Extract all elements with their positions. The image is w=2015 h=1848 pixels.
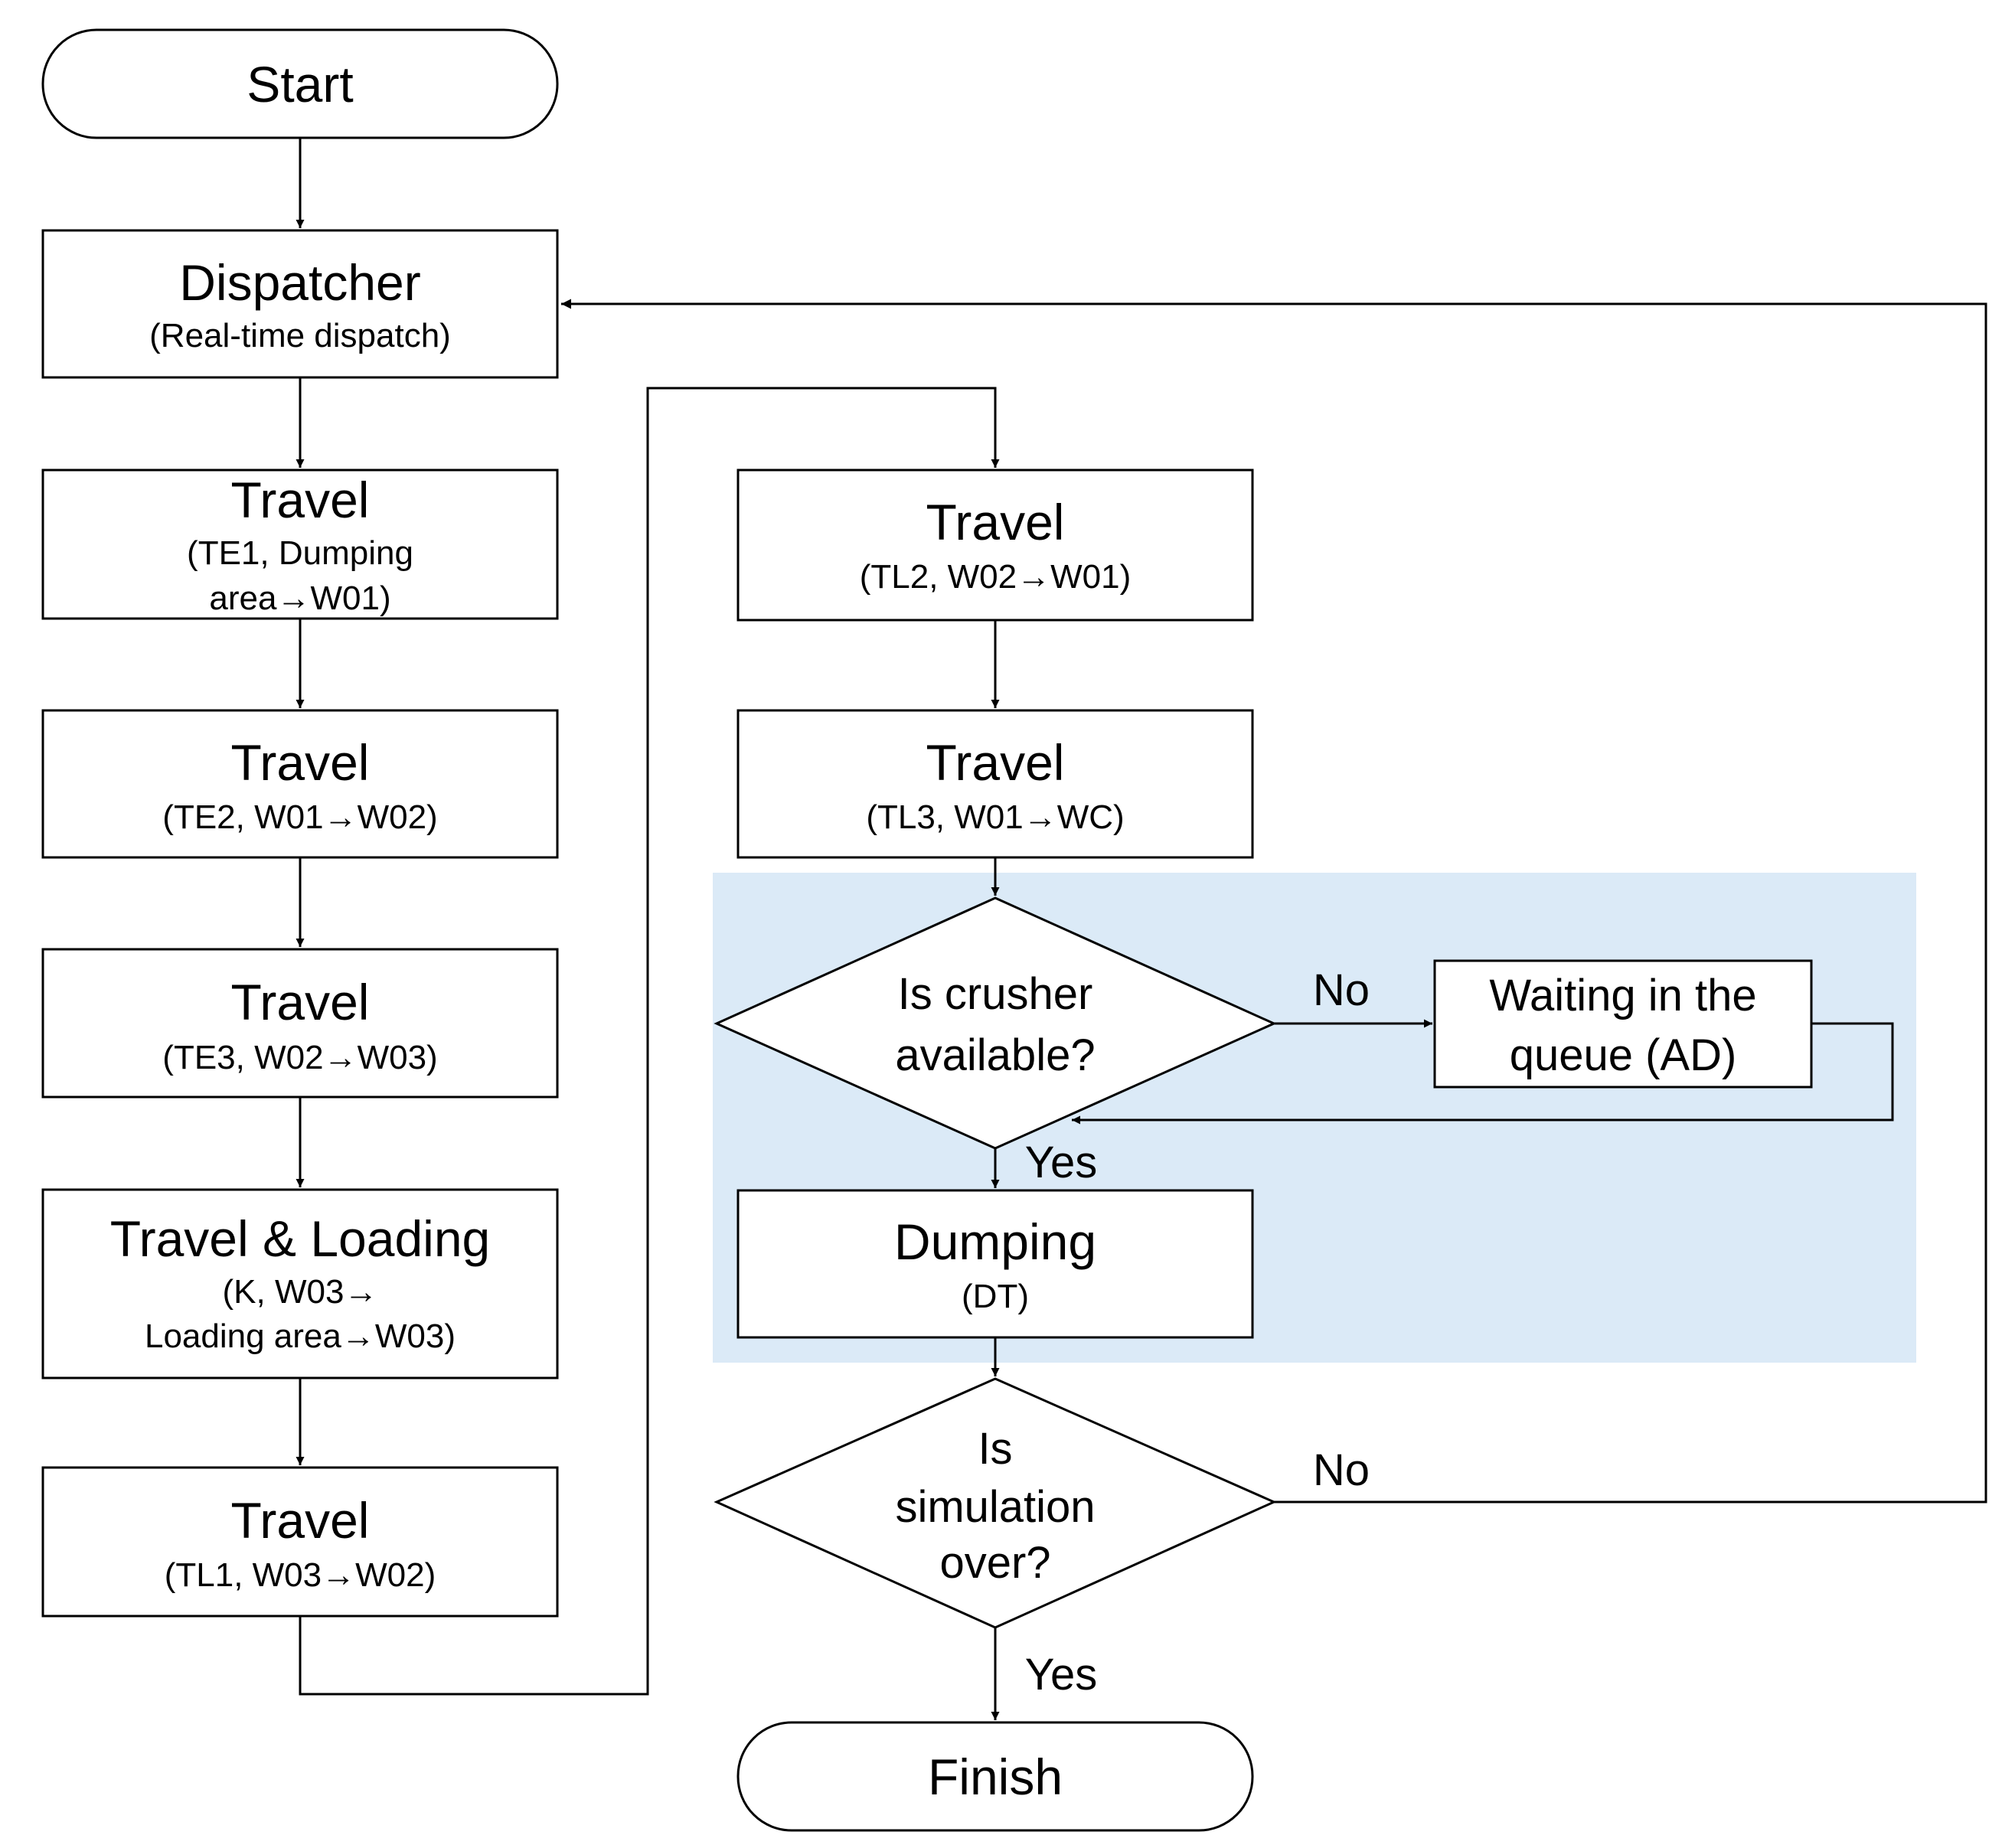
travel-tl3-box: Travel (TL3, W01→WC)	[736, 709, 1254, 859]
travel-tl1-title: Travel	[231, 1492, 370, 1549]
edge-simulation-no-to-dispatcher	[561, 299, 1987, 1504]
dispatcher-box: Dispatcher (Real-time dispatch)	[41, 229, 559, 379]
travel-te2-box: Travel (TE2, W01→W02)	[41, 709, 559, 859]
dumping-box: Dumping (DT)	[736, 1189, 1254, 1339]
edge-travel-tl1-to-travel-tl2	[299, 387, 1000, 1696]
travel-te1-box: Travel (TE1, Dumping area→W01)	[41, 469, 559, 620]
finish-terminal: Finish	[736, 1721, 1254, 1832]
crusher-decision-line-1: Is crusher	[898, 969, 1093, 1019]
edges	[296, 138, 1987, 1720]
travel-te3-box: Travel (TE3, W02→W03)	[41, 948, 559, 1099]
travel-te3-sub-1: (TE3, W02→W03)	[162, 1039, 437, 1076]
travel-te1-title: Travel	[231, 472, 370, 528]
simulation-decision-diamond: Is simulation over?	[714, 1377, 1277, 1629]
travel-loading-sub-2: Loading area→W03)	[145, 1317, 456, 1355]
waiting-queue-line-2: queue (AD)	[1510, 1030, 1737, 1080]
crusher-decision-diamond: Is crusher available?	[714, 896, 1277, 1150]
travel-tl1-box: Travel (TL1, W03→W02)	[41, 1466, 559, 1618]
travel-te3-title: Travel	[231, 974, 370, 1030]
travel-loading-sub-1: (K, W03→	[223, 1273, 378, 1311]
simulation-decision-line-3: over?	[939, 1538, 1050, 1588]
start-terminal: Start	[41, 28, 559, 139]
travel-tl3-title: Travel	[926, 734, 1065, 791]
dispatcher-title: Dispatcher	[179, 254, 420, 311]
simulation-no-label: No	[1313, 1445, 1370, 1495]
dispatcher-sub-1: (Real-time dispatch)	[149, 317, 451, 354]
crusher-no-label: No	[1313, 965, 1370, 1015]
travel-te1-sub-1: (TE1, Dumping	[187, 534, 413, 572]
start-label: Start	[247, 56, 353, 113]
travel-tl3-sub-1: (TL3, W01→WC)	[866, 798, 1124, 836]
travel-loading-box: Travel & Loading (K, W03→ Loading area→W…	[41, 1188, 559, 1379]
travel-te2-sub-1: (TE2, W01→W02)	[162, 798, 437, 836]
waiting-queue-box: Waiting in the queue (AD)	[1433, 959, 1813, 1089]
finish-label: Finish	[928, 1748, 1063, 1805]
travel-loading-title: Travel & Loading	[110, 1210, 491, 1267]
waiting-queue-line-1: Waiting in the	[1489, 971, 1756, 1020]
crusher-yes-label: Yes	[1025, 1138, 1098, 1187]
travel-te2-title: Travel	[231, 734, 370, 791]
travel-te1-sub-2: area→W01)	[209, 580, 390, 617]
dumping-title: Dumping	[894, 1213, 1096, 1270]
simulation-yes-label: Yes	[1025, 1650, 1098, 1699]
dumping-sub-1: (DT)	[962, 1278, 1029, 1315]
simulation-decision-line-2: simulation	[895, 1482, 1095, 1532]
travel-tl1-sub-1: (TL1, W03→W02)	[165, 1556, 436, 1594]
travel-tl2-title: Travel	[926, 494, 1065, 550]
simulation-decision-line-1: Is	[978, 1424, 1012, 1474]
edge-waiting-return-to-crusher	[1072, 1022, 1894, 1125]
travel-tl2-box: Travel (TL2, W02→W01)	[736, 469, 1254, 622]
crusher-decision-line-2: available?	[895, 1030, 1095, 1080]
travel-tl2-sub-1: (TL2, W02→W01)	[860, 558, 1132, 596]
